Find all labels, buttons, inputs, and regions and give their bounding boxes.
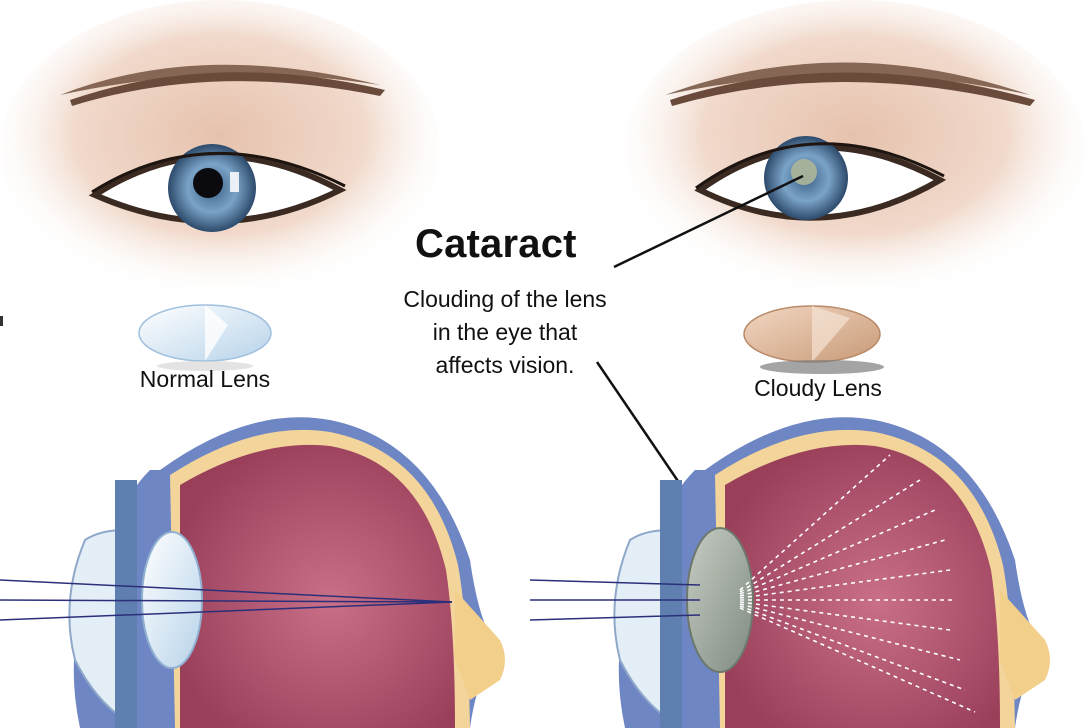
cataract-eye-photo (625, 0, 1085, 300)
optic-nerve-right (1000, 590, 1050, 700)
eyebrow-left (60, 64, 380, 95)
cornea-left (68, 528, 126, 722)
cataract-eye-cross-section (529, 417, 1050, 728)
scattered-light-rays (739, 454, 976, 713)
light-ray-r3 (529, 614, 701, 621)
normal-eye-photo (0, 0, 440, 300)
light-ray-3 (0, 601, 453, 621)
interior-right (725, 444, 1000, 728)
edge-mark (0, 316, 3, 326)
normal-lens-icon (138, 304, 272, 371)
eyebrow-right (665, 62, 1030, 95)
cornea-right (613, 528, 671, 722)
cataract-title: Cataract (415, 222, 577, 266)
leader-line-to-eye (613, 174, 804, 269)
light-ray-r1 (529, 579, 701, 586)
pupil-left (193, 168, 223, 198)
normal-eye-cross-section (0, 417, 505, 728)
cataract-description: Clouding of the lens in the eye that aff… (403, 286, 607, 378)
light-ray-2 (0, 599, 453, 603)
interior-left (180, 444, 455, 728)
cloudy-lens-icon (743, 305, 884, 374)
optic-nerve-left (455, 590, 505, 700)
cloudy-lens-label: Cloudy Lens (754, 375, 882, 401)
normal-lens-label: Normal Lens (139, 366, 271, 392)
light-ray-1 (0, 579, 453, 603)
